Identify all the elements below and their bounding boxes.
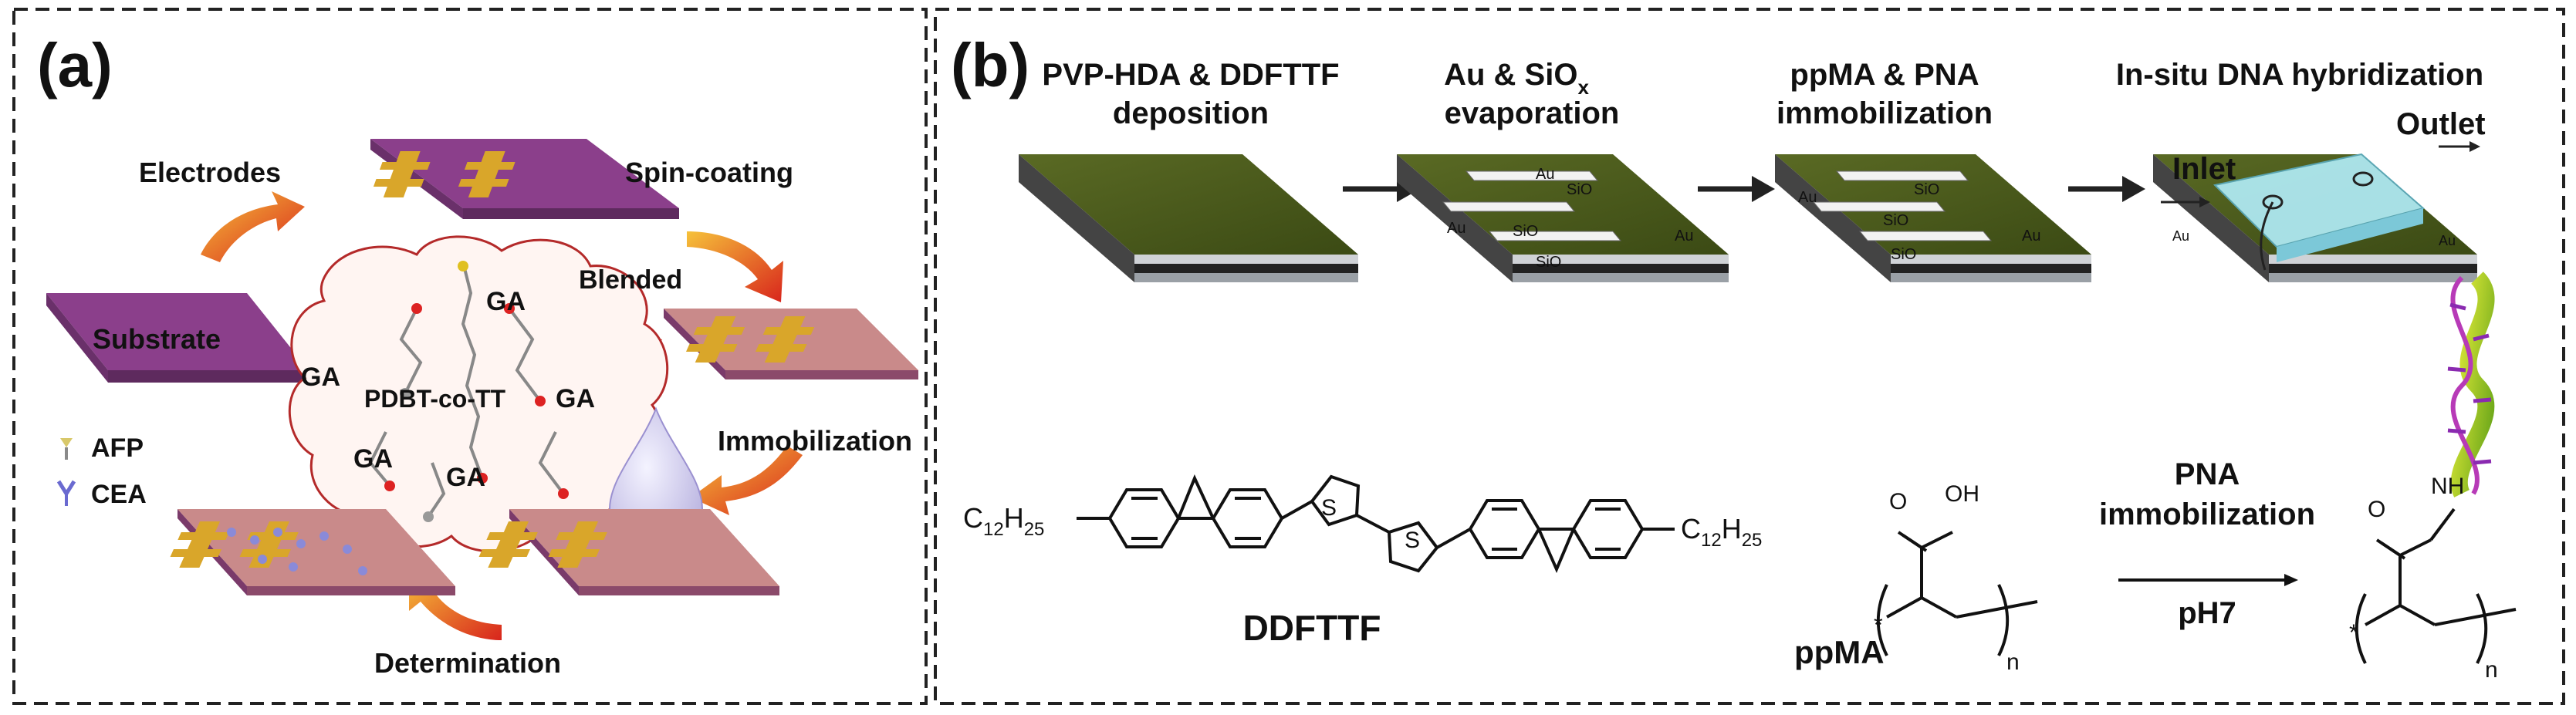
chip4-au-2: Au (2439, 233, 2456, 248)
ddfttf-s-2: S (1405, 528, 1420, 553)
chip2-sio-3: SiO (1536, 254, 1561, 271)
chip-immobilized (474, 509, 779, 595)
arrow-electrodes (201, 191, 305, 262)
flow-arrows (2161, 141, 2480, 207)
step2-title-line1: Au & SiOx (1444, 58, 1589, 99)
polymer-label: PDBT-co-TT (364, 385, 506, 413)
arrow-spin-coating (687, 231, 783, 302)
chip-determination (165, 509, 455, 595)
ga-label-5: GA (446, 463, 485, 492)
legend-cea-label: CEA (91, 480, 147, 509)
label-inlet: Inlet (2172, 152, 2236, 186)
ga-label-1: GA (486, 287, 526, 316)
label-electrodes: Electrodes (139, 157, 281, 188)
molecule-chains (368, 261, 565, 518)
legend-afp-label: AFP (91, 433, 144, 463)
dna-helix (2447, 271, 2495, 497)
step4-title: In-situ DNA hybridization (2116, 58, 2483, 92)
chip2-au-1: Au (1536, 166, 1554, 183)
ddfttf-c12h25-right: C12H25 (1681, 513, 1762, 551)
product-structure (2355, 508, 2517, 664)
step3-title-line1: ppMA & PNA (1790, 58, 1979, 92)
product-nh: NH (2431, 474, 2464, 499)
label-determination: Determination (374, 647, 561, 679)
ddfttf-structure (1077, 474, 1675, 574)
product-o: O (2368, 497, 2385, 522)
chip-blended (664, 309, 918, 379)
panel-a-frame (12, 8, 928, 705)
chip-step3 (1775, 154, 2091, 282)
chip3-au-1: Au (1798, 189, 1817, 206)
chip3-sio-2: SiO (1883, 212, 1908, 229)
chip2-au-3: Au (1675, 228, 1693, 245)
chip3-au-2: Au (2022, 228, 2040, 245)
ga-label-2: GA (301, 363, 340, 392)
arrow-immobilization (691, 446, 803, 515)
chip4-au-1: Au (2172, 228, 2189, 244)
product-n: n (2485, 657, 2498, 683)
label-immobilization: Immobilization (718, 425, 912, 457)
panel-b-label: (b) (951, 31, 1029, 99)
label-substrate: Substrate (93, 323, 221, 355)
chip-electrodes (369, 139, 679, 219)
chip3-sio-1: SiO (1914, 181, 1939, 198)
chip-substrate (46, 293, 309, 383)
panel-a-label: (a) (37, 31, 113, 99)
ddfttf-s-1: S (1321, 495, 1337, 521)
ga-label-4: GA (353, 444, 393, 474)
ppma-oh: OH (1945, 481, 1979, 507)
chip-step1 (1019, 154, 1358, 282)
chip2-sio-2: SiO (1513, 223, 1538, 240)
molecule-atoms (384, 261, 569, 522)
chip-step2 (1397, 154, 1729, 282)
panel-b-frame (934, 8, 2565, 705)
legend-afp (60, 438, 73, 460)
legend-cea (56, 480, 76, 506)
step3-title-line2: immobilization (1776, 96, 1993, 130)
ddfttf-c12h25-left: C12H25 (963, 502, 1044, 540)
ppma-o: O (1889, 489, 1907, 514)
step2-title-line2: evaporation (1445, 96, 1620, 130)
label-blended: Blended (579, 265, 682, 295)
chip-step4 (2153, 153, 2477, 282)
reaction-ph: pH7 (2178, 596, 2236, 630)
step1-title-line2: deposition (1113, 96, 1269, 130)
label-outlet: Outlet (2396, 107, 2486, 141)
label-spin-coating: Spin-coating (625, 157, 793, 188)
reaction-arrow (2118, 574, 2298, 586)
ddfttf-label: DDFTTF (1243, 608, 1381, 648)
chip2-sio-1: SiO (1567, 181, 1592, 198)
ppma-n: n (2006, 649, 2020, 675)
ppma-label: ppMA (1794, 634, 1885, 670)
reaction-immobilization: immobilization (2099, 497, 2315, 531)
reaction-pna: PNA (2175, 457, 2240, 491)
ppma-star: * (1874, 612, 1883, 638)
ppma-structure (1876, 531, 2038, 656)
chip3-sio-3: SiO (1891, 246, 1916, 263)
ga-label-3: GA (556, 384, 595, 413)
product-star: * (2349, 620, 2358, 646)
chip2-au-2: Au (1447, 220, 1465, 237)
step1-title-line1: PVP-HDA & DDFTTF (1042, 58, 1339, 92)
